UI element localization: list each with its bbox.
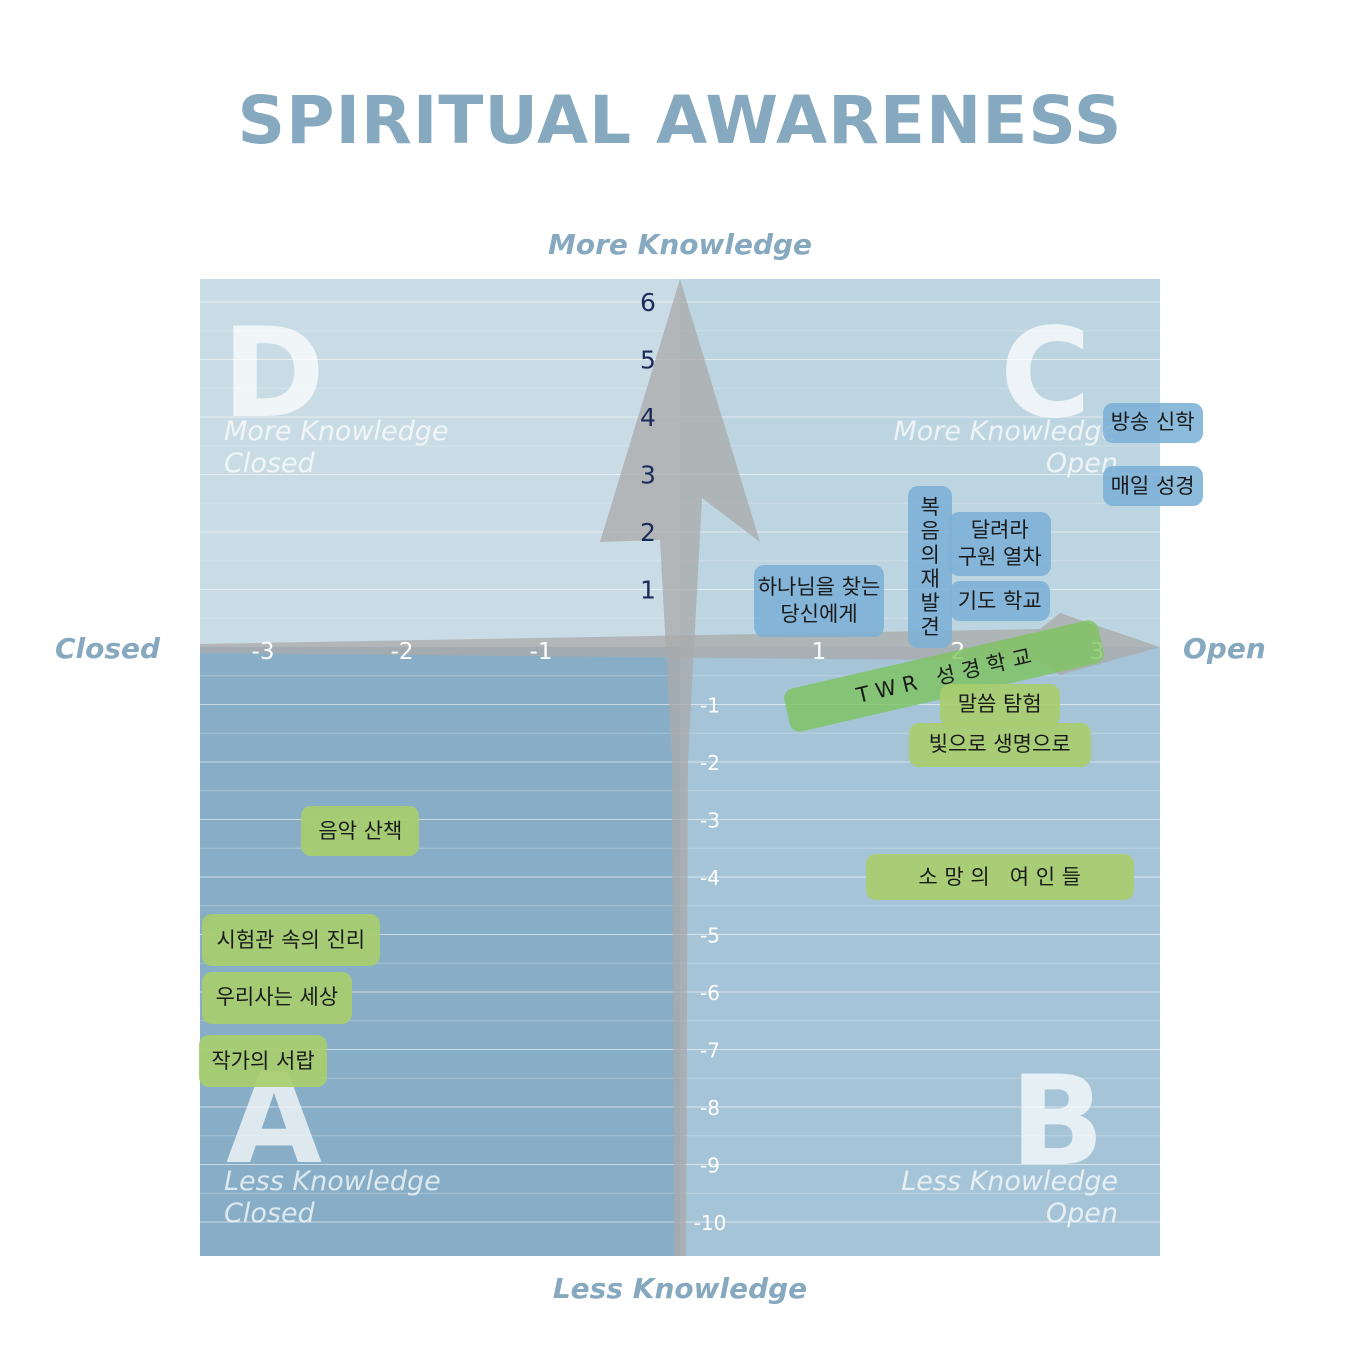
y-tick-label: 1 — [640, 576, 656, 605]
program-tag-line: 구원 열차 — [957, 544, 1042, 569]
program-tag: 우리사는 세상 — [201, 971, 352, 1024]
quadrant-c-line1: More Knowledge — [893, 416, 1118, 447]
quadrant-a-line2: Closed — [224, 1198, 315, 1229]
program-tag: 기도 학교 — [949, 581, 1050, 621]
y-tick-label: -5 — [700, 924, 720, 948]
program-tag-char: 복 — [920, 494, 940, 519]
program-tag: 음악 산책 — [301, 806, 420, 856]
y-tick-label: -7 — [700, 1039, 720, 1063]
y-tick-label: -2 — [700, 751, 720, 775]
quadrant-d — [200, 279, 680, 647]
quadrant-b-line2: Open — [1045, 1198, 1118, 1229]
quadrant-a-line1: Less Knowledge — [224, 1166, 441, 1197]
program-tag-line: 당신에게 — [780, 602, 858, 626]
quadrant-a-label: Less Knowledge Closed — [224, 1166, 441, 1230]
y-tick-label: 4 — [640, 403, 656, 432]
program-tag: 매일 성경 — [1102, 466, 1203, 506]
y-tick-label: 6 — [640, 288, 656, 317]
quadrant-b-line1: Less Knowledge — [901, 1166, 1118, 1197]
quadrant-c-line2: Open — [1045, 448, 1118, 479]
program-tag: 작가의 서랍 — [199, 1035, 327, 1087]
axis-label-left: Closed — [55, 632, 161, 665]
quadrant-d-line2: Closed — [224, 448, 315, 479]
x-tick-label: 1 — [812, 639, 827, 665]
y-tick-label: -6 — [700, 981, 720, 1005]
program-tag: 소 망 의 여 인 들 — [865, 854, 1134, 900]
quadrant-c-letter: C — [1000, 302, 1092, 446]
quadrant-d-letter: D — [222, 302, 325, 446]
x-tick-label: -3 — [252, 639, 275, 665]
program-tag: 말씀 탐험 — [939, 683, 1060, 726]
program-tag: 방송 신학 — [1102, 402, 1203, 443]
program-tag-char: 재 — [920, 566, 940, 591]
axis-label-right: Open — [1183, 632, 1266, 665]
program-tag-line: 달려라 — [970, 517, 1029, 542]
program-tag-char: 음 — [920, 518, 940, 543]
y-tick-label: -1 — [700, 694, 720, 718]
x-tick-label: -1 — [530, 639, 553, 665]
y-tick-label: -10 — [694, 1211, 727, 1235]
y-tick-label: -9 — [700, 1154, 720, 1178]
quadrant-b-letter: B — [1010, 1050, 1105, 1194]
axis-label-bottom: Less Knowledge — [552, 1272, 808, 1305]
x-tick-label: -2 — [391, 639, 414, 665]
program-tag: 빛으로 생명으로 — [908, 722, 1091, 767]
y-tick-label: 2 — [640, 518, 656, 547]
program-tag: 시험관 속의 진리 — [201, 914, 380, 967]
quadrant-d-line1: More Knowledge — [224, 416, 449, 447]
y-tick-label: -3 — [700, 809, 720, 833]
page-title: SPIRITUAL AWARENESS — [237, 82, 1123, 159]
y-tick-label: 3 — [640, 461, 656, 490]
vertical-axis-arrow — [600, 279, 760, 1256]
quadrant-c-label: More Knowledge Open — [893, 416, 1118, 480]
y-tick-label: -8 — [700, 1096, 720, 1120]
program-tag-char: 견 — [920, 614, 940, 639]
axis-label-top: More Knowledge — [547, 228, 813, 261]
quadrant-b-label: Less Knowledge Open — [901, 1166, 1118, 1230]
quadrant-d-label: More Knowledge Closed — [224, 416, 449, 480]
y-tick-label: 5 — [640, 346, 656, 375]
program-tag-char: 의 — [920, 542, 940, 567]
program-tag-line: 하나님을 찾는 — [757, 575, 881, 599]
y-tick-label: -4 — [700, 866, 720, 890]
program-tag-char: 발 — [920, 590, 940, 615]
